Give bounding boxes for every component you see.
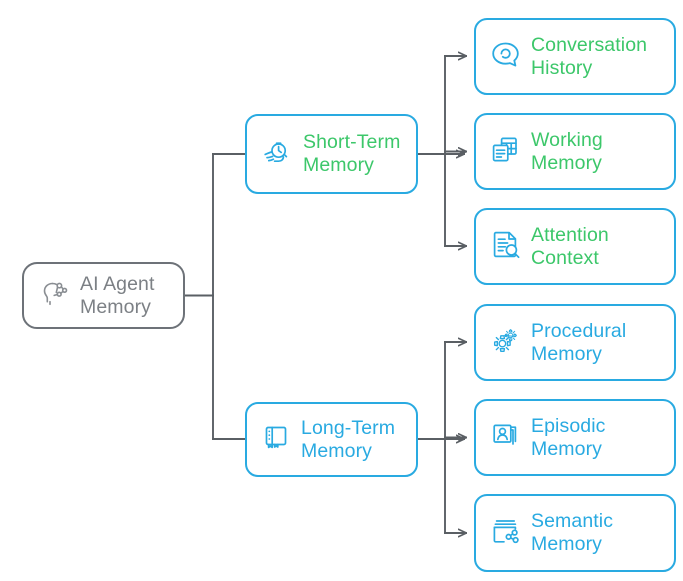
node-label: Semantic Memory [531,510,614,555]
node-conversation-history[interactable]: Conversation History [474,18,676,95]
book-journal-icon [260,421,292,458]
node-short-term-memory[interactable]: Short-Term Memory [245,114,418,194]
node-label: Attention Context [531,223,609,269]
documents-grid-icon [489,133,522,171]
node-label: Procedural Memory [531,319,627,365]
gears-icon [489,324,522,362]
node-episodic-memory[interactable]: Episodic Memory [474,399,676,476]
node-label: AI Agent Memory [80,272,155,318]
speech-bubble-icon [489,38,522,76]
photo-stack-icon [489,419,522,457]
node-label: Long-Term Memory [301,416,396,462]
ai-brain-circuit-icon [37,276,71,315]
node-attention-context[interactable]: Attention Context [474,208,676,285]
node-label: Episodic Memory [531,414,606,460]
book-network-icon [489,514,522,552]
node-ai-agent-memory[interactable]: AI Agent Memory [22,262,185,329]
node-procedural-memory[interactable]: Procedural Memory [474,304,676,381]
node-label: Conversation History [531,33,648,79]
node-label: Short-Term Memory [303,131,401,176]
node-working-memory[interactable]: Working Memory [474,113,676,190]
node-semantic-memory[interactable]: Semantic Memory [474,494,676,572]
node-label: Working Memory [531,128,603,174]
document-magnifier-icon [489,228,522,266]
node-long-term-memory[interactable]: Long-Term Memory [245,402,418,477]
hand-stopwatch-icon [260,135,294,174]
